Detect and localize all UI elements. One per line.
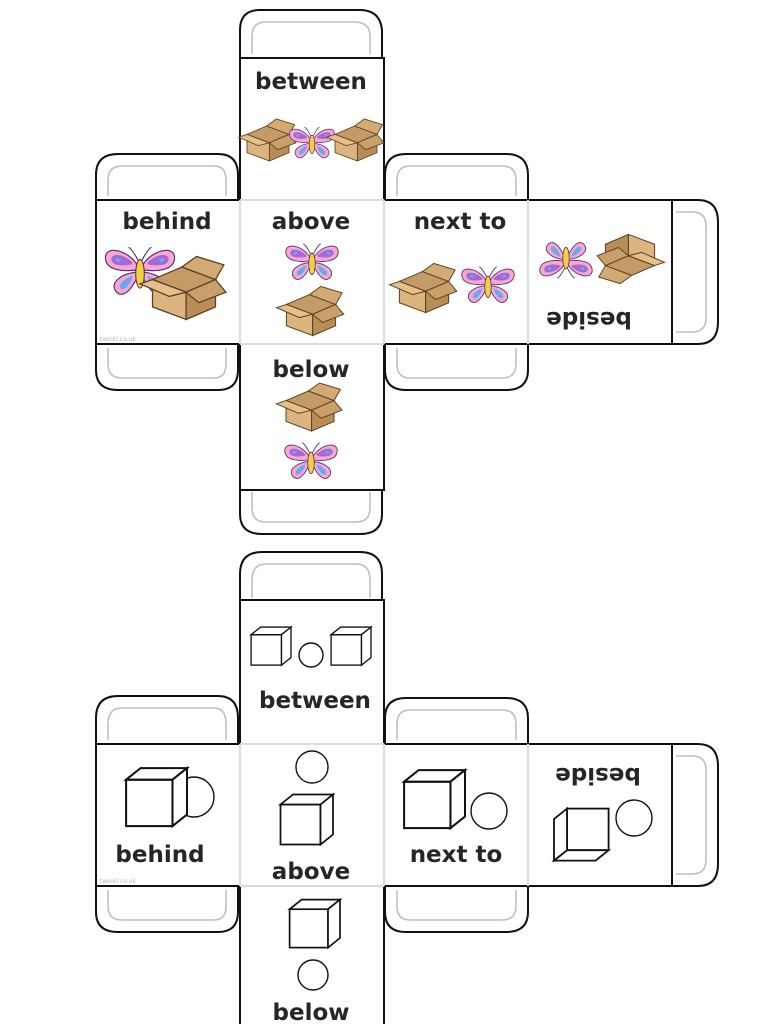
watermark: twinkl.co.uk: [100, 878, 136, 885]
watermark: twinkl.co.uk: [100, 336, 136, 343]
sphere-icon: [297, 959, 329, 991]
glue-tab-left-top: [95, 695, 239, 744]
label-below: below: [273, 1000, 350, 1024]
glue-tab-top: [239, 9, 383, 60]
glue-tab-right-bottom: [384, 886, 529, 933]
label-next-to: next to: [410, 842, 503, 868]
glue-tab-right-top: [384, 153, 529, 200]
label-beside: beside: [546, 306, 632, 332]
sphere-icon: [298, 642, 324, 668]
label-beside: beside: [555, 762, 641, 788]
cube-icon: [279, 793, 334, 846]
glue-tab-far-right: [672, 199, 719, 345]
label-between: between: [255, 69, 367, 95]
sphere-icon: [295, 750, 329, 784]
face-top: [239, 599, 385, 745]
label-above: above: [272, 859, 350, 885]
cube-icon: [553, 807, 610, 862]
cube-icon: [403, 769, 467, 830]
cube-icon: [250, 626, 292, 666]
dice-net-shapes: between behind above next to beside belo…: [95, 551, 719, 1024]
glue-tab-bottom: [239, 488, 383, 535]
label-between: between: [259, 688, 371, 714]
sphere-icon: [470, 792, 508, 830]
cube-icon: [125, 767, 189, 828]
label-behind: behind: [115, 842, 204, 868]
label-behind: behind: [122, 209, 211, 235]
label-next-to: next to: [414, 209, 507, 235]
glue-tab-top: [239, 551, 383, 604]
glue-tab-left-bottom: [95, 886, 239, 933]
label-above: above: [272, 209, 350, 235]
cube-icon: [288, 898, 341, 949]
glue-tab-left-bottom: [95, 344, 239, 391]
sphere-icon: [615, 799, 653, 837]
glue-tab-left-top: [95, 153, 239, 200]
glue-tab-right-top: [384, 697, 529, 744]
dice-net-pictures: between behind above next to beside belo…: [95, 9, 719, 535]
glue-tab-far-right: [672, 743, 719, 887]
glue-tab-right-bottom: [384, 344, 529, 391]
label-below: below: [273, 357, 350, 383]
cube-icon: [330, 626, 372, 666]
